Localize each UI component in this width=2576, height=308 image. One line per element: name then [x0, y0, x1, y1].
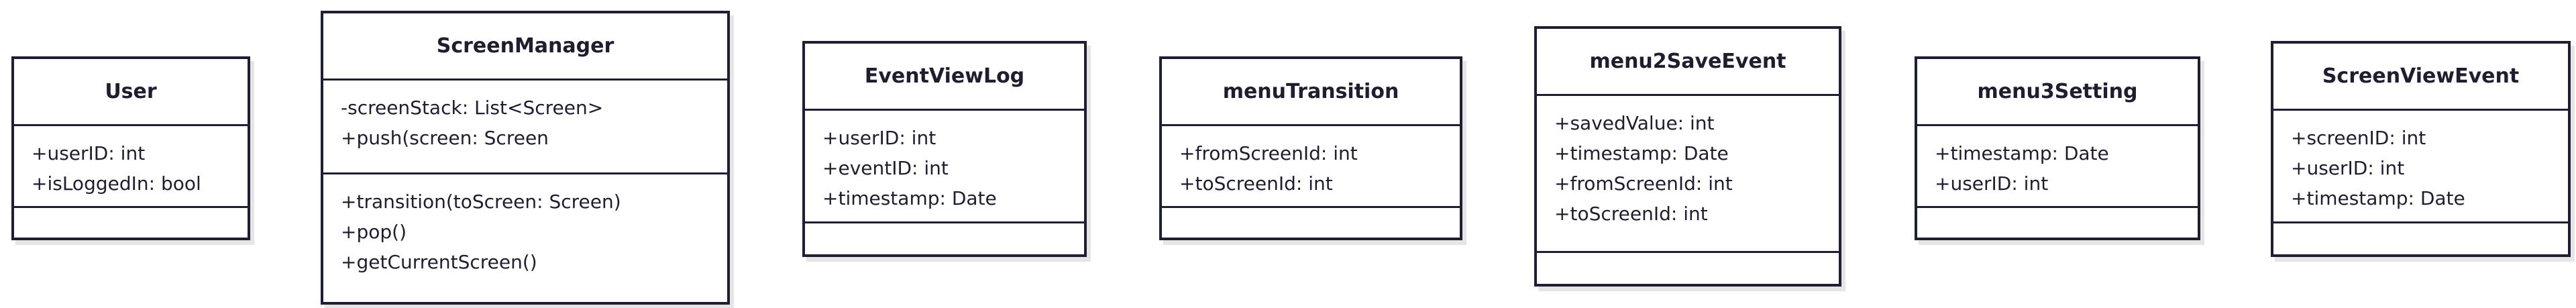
- attribute: +timestamp: Date: [1554, 142, 1729, 164]
- attribute: +fromScreenId: int: [1179, 142, 1358, 164]
- class-name: EventViewLog: [805, 44, 1084, 111]
- attribute: +userID: int: [822, 127, 936, 149]
- class-name: menuTransition: [1162, 59, 1460, 126]
- class-name: ScreenManager: [323, 13, 727, 81]
- class-box-user: User +userID: int +isLoggedIn: bool: [11, 56, 250, 240]
- attribute: +isLoggedIn: bool: [32, 172, 201, 195]
- class-box-menu-transition: menuTransition +fromScreenId: int +toScree…: [1159, 56, 1462, 240]
- attribute: +savedValue: int: [1554, 112, 1715, 134]
- class-name: menu3Setting: [1917, 59, 2198, 126]
- attributes-section: +userID: int +eventID: int +timestamp: Dat…: [805, 111, 1084, 223]
- attribute: -screenStack: List<Screen>: [341, 97, 604, 119]
- methods-section: +transition(toScreen: Screen) +pop() +getC…: [323, 174, 727, 302]
- method: +getCurrentScreen(): [341, 251, 537, 273]
- attribute: +screenID: int: [2291, 127, 2426, 149]
- attribute: +timestamp: Date: [2291, 187, 2465, 209]
- methods-section: [805, 223, 1084, 254]
- class-name: menu2SaveEvent: [1537, 29, 1839, 96]
- attribute: +fromScreenId: int: [1554, 172, 1733, 195]
- class-box-screen-manager: ScreenManager -screenStack: List<Screen> +…: [321, 11, 730, 305]
- methods-section: [2273, 223, 2568, 254]
- attribute: +userID: int: [32, 142, 146, 164]
- attributes-section: +userID: int +isLoggedIn: bool: [14, 126, 248, 208]
- attributes-section: -screenStack: List<Screen> +push(screen: …: [323, 81, 727, 174]
- attribute: +push(screen: Screen: [341, 127, 549, 149]
- attributes-section: +screenID: int +userID: int +timestamp: Da…: [2273, 111, 2568, 223]
- class-box-menu2-save-event: menu2SaveEvent +savedValue: int +timestamp…: [1534, 26, 1841, 287]
- class-box-event-view-log: EventViewLog +userID: int +eventID: int +ti…: [802, 41, 1087, 257]
- attribute: +toScreenId: int: [1179, 172, 1333, 195]
- attributes-section: +timestamp: Date +userID: int: [1917, 126, 2198, 208]
- method: +transition(toScreen: Screen): [341, 191, 621, 213]
- class-name: ScreenViewEvent: [2273, 44, 2568, 111]
- methods-section: [1162, 208, 1460, 238]
- attribute: +eventID: int: [822, 157, 949, 179]
- methods-section: [14, 208, 248, 238]
- class-box-menu3-setting: menu3Setting +timestamp: Date +userID: int: [1915, 56, 2200, 240]
- methods-section: [1537, 253, 1839, 284]
- class-name: User: [14, 59, 248, 126]
- attribute: +toScreenId: int: [1554, 203, 1708, 225]
- attribute: +userID: int: [2291, 157, 2405, 179]
- method: +pop(): [341, 221, 407, 243]
- attribute: +timestamp: Date: [822, 187, 997, 209]
- class-box-screen-view-event: ScreenViewEvent +screenID: int +userID: in…: [2271, 41, 2571, 257]
- attributes-section: +fromScreenId: int +toScreenId: int: [1162, 126, 1460, 208]
- methods-section: [1917, 208, 2198, 238]
- attributes-section: +savedValue: int +timestamp: Date +fromScr…: [1537, 96, 1839, 253]
- attribute: +timestamp: Date: [1935, 142, 2109, 164]
- attribute: +userID: int: [1935, 172, 2049, 195]
